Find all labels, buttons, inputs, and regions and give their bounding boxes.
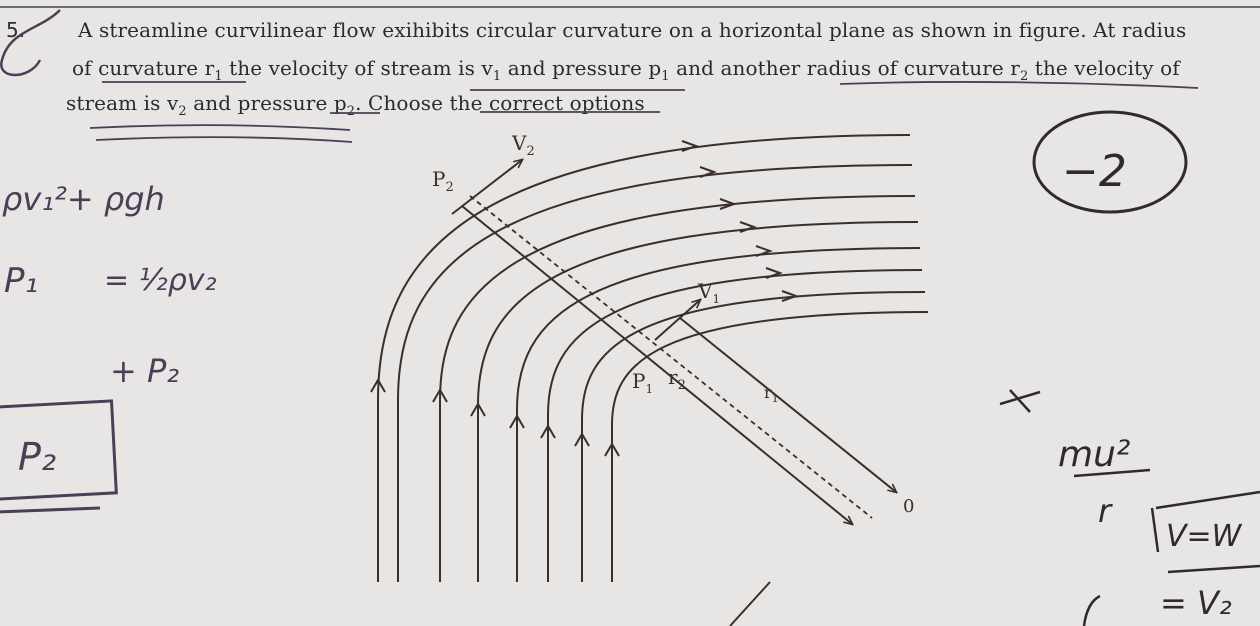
q2-part-c: and pressure p <box>501 56 662 80</box>
radius-line-r2 <box>461 205 852 524</box>
streamline-3 <box>439 195 916 582</box>
hw-plus-p2: + P₂ <box>110 352 179 390</box>
q3-part-c: . Choose the correct options <box>355 91 645 115</box>
question-line-3: stream is v2 and pressure p2. Choose the… <box>66 91 645 119</box>
label-v1: V1 <box>697 279 720 306</box>
hw-equals-half: = ½ρv₂ <box>104 263 217 298</box>
label-p1: P1 <box>632 369 653 396</box>
streamline-8 <box>611 311 929 582</box>
streamlines <box>377 134 929 582</box>
streamline-2 <box>397 164 913 582</box>
radius-line-r1 <box>679 317 896 492</box>
q3-part-b: and pressure p <box>186 91 347 115</box>
hw-question-swirl <box>0 9 61 77</box>
q3-sub-2: 2 <box>346 104 356 119</box>
velocity-arrow-v1 <box>654 300 700 341</box>
hw-box-underline <box>0 506 101 514</box>
streamline-7 <box>581 291 926 582</box>
streamline-5 <box>516 247 921 582</box>
label-r1: r1 <box>764 383 779 405</box>
handwritten-notes-left: ρv₁²+ ρgh P₁ = ½ρv₂ + P₂ P₂ <box>2 180 217 479</box>
q2-part-a: of curvature r <box>72 56 215 80</box>
streamline-1 <box>377 134 911 582</box>
hw-formula-bottom: r <box>1098 492 1113 530</box>
label-p2: P2 <box>432 167 454 195</box>
streamline-4 <box>477 221 919 582</box>
rightward-arrows <box>681 140 799 302</box>
q3-sub-1: 2 <box>178 104 187 119</box>
hw-box <box>0 399 118 501</box>
q2-sub-1: 1 <box>214 69 223 84</box>
hw-right-strokes <box>999 389 1260 626</box>
question-line-1: A streamline curvilinear flow exihibits … <box>78 18 1187 42</box>
q2-sub-3: 1 <box>661 69 670 84</box>
q2-part-e: the velocity of <box>1028 56 1180 80</box>
hw-p1: P₁ <box>4 261 38 301</box>
streamline-6 <box>547 269 923 582</box>
question-line-2: of curvature r1 the velocity of stream i… <box>72 56 1180 84</box>
label-origin: 0 <box>903 496 914 517</box>
label-v2: V2 <box>511 131 535 159</box>
hw-circled-value: −2 <box>1062 146 1127 197</box>
q2-part-d: and another radius of curvature r <box>669 56 1020 80</box>
q3-part-a: stream is v <box>66 91 179 115</box>
label-r2: r2 <box>668 365 686 393</box>
q2-part-b: the velocity of stream is v <box>222 56 493 80</box>
handwritten-notes-right: −2 mu² r V=W = V₂ <box>1058 146 1243 622</box>
hw-circle <box>1032 110 1188 214</box>
hw-formula-top: mu² <box>1058 434 1130 475</box>
hw-boxed-p2: P₂ <box>18 435 56 479</box>
q2-sub-4: 2 <box>1019 69 1029 84</box>
radius-lines <box>451 160 896 524</box>
top-rule <box>0 6 1260 8</box>
pen-underlines <box>89 81 1199 143</box>
hw-v-equals: V=W <box>1166 519 1243 554</box>
dashed-radius <box>469 195 873 519</box>
hw-v2-bottom: = V₂ <box>1160 584 1232 622</box>
hw-eq-line1: ρv₁²+ ρgh <box>2 180 165 218</box>
pen-stroke-bottom <box>729 581 771 626</box>
q2-sub-2: 1 <box>492 69 502 84</box>
velocity-arrow-v2 <box>451 160 522 215</box>
upward-arrows <box>370 378 620 457</box>
